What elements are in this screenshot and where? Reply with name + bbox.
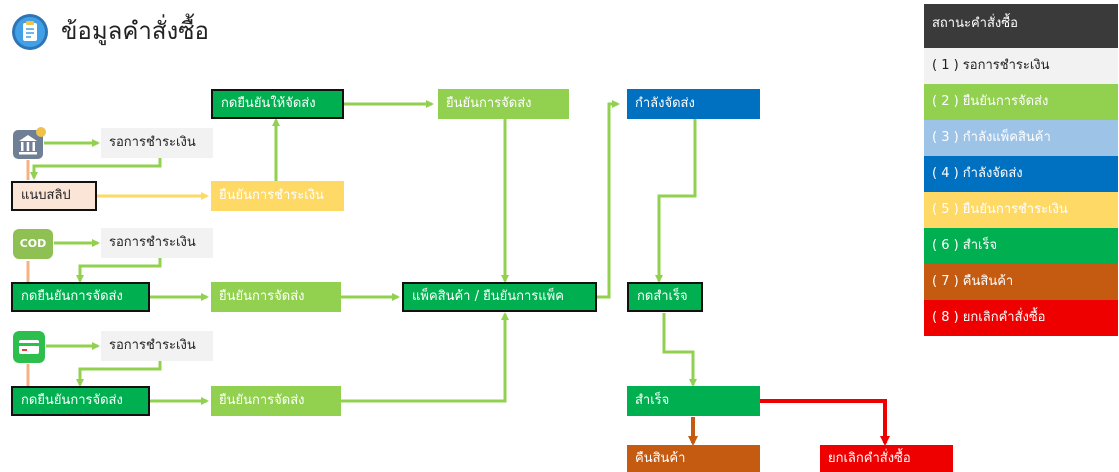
pack-confirm-button[interactable]: แพ็คสินค้า / ยืนยันการแพ็ค [402,282,597,312]
arrow-success-to-cancelled [760,399,890,446]
arrow-pack-to-shipping-status [597,100,620,299]
legend-items: ( 1 ) รอการชำระเงิน( 2 ) ยืนยันการจัดส่ง… [924,48,1118,336]
arrow-pending3-to-confirm [76,361,162,387]
arrow-shipping-status-to-press-success [655,119,697,283]
pending-payment-status: รอการชำระเงิน [101,228,213,258]
confirm-send-button[interactable]: กดยืนยันให้จัดส่ง [211,89,344,119]
legend-title: สถานะคำสั่งซื้อ [924,4,1118,48]
shipping-confirmed-status: ยืนยันการจัดส่ง [211,282,341,312]
legend-item: ( 8 ) ยกเลิกคำสั่งซื้อ [924,300,1118,336]
legend-item: ( 4 ) กำลังจัดส่ง [924,156,1118,192]
arrow-press-success-to-success [662,313,697,387]
returned-status: คืนสินค้า [627,445,760,472]
shipping-confirmed-status: ยืนยันการจัดส่ง [211,386,341,416]
payment-confirmed-status: ยืนยันการชำระเงิน [211,181,344,211]
legend-item: ( 6 ) สำเร็จ [924,228,1118,264]
arrow-pending-to-slip [30,157,162,180]
confirm-shipping-button[interactable]: กดยืนยันการจัดส่ง [11,282,150,312]
legend-item: ( 2 ) ยืนยันการจัดส่ง [924,84,1118,120]
shipping-status: กำลังจัดส่ง [627,89,760,119]
cod-icon: COD [13,229,53,259]
confirm-shipping-button[interactable]: กดยืนยันการจัดส่ง [11,386,150,416]
legend-item: ( 5 ) ยืนยันการชำระเงิน [924,192,1118,228]
press-success-button[interactable]: กดสำเร็จ [627,282,703,312]
legend-item: ( 1 ) รอการชำระเงิน [924,48,1118,84]
cancelled-status: ยกเลิกคำสั่งซื้อ [820,445,953,472]
arrow-pending2-to-confirm [76,258,162,283]
clipboard-icon [12,14,48,50]
status-legend: สถานะคำสั่งซื้อ ( 1 ) รอการชำระเงิน( 2 )… [924,4,1118,336]
arrow-shipping-card-to-pack [341,312,509,403]
pending-payment-status: รอการชำระเงิน [101,331,213,361]
pending-payment-status: รอการชำระเงิน [101,128,213,158]
success-status: สำเร็จ [627,386,760,416]
page-title: ข้อมูลคำสั่งซื้อ [61,17,209,45]
legend-item: ( 3 ) กำลังแพ็คสินค้า [924,120,1118,156]
credit-card-icon [13,331,45,363]
attach-slip-button[interactable]: แนบสลิป [11,181,97,211]
legend-item: ( 7 ) คืนสินค้า [924,264,1118,300]
bank-transfer-icon [13,127,46,159]
shipping-confirmed-status: ยืนยันการจัดส่ง [438,89,569,119]
